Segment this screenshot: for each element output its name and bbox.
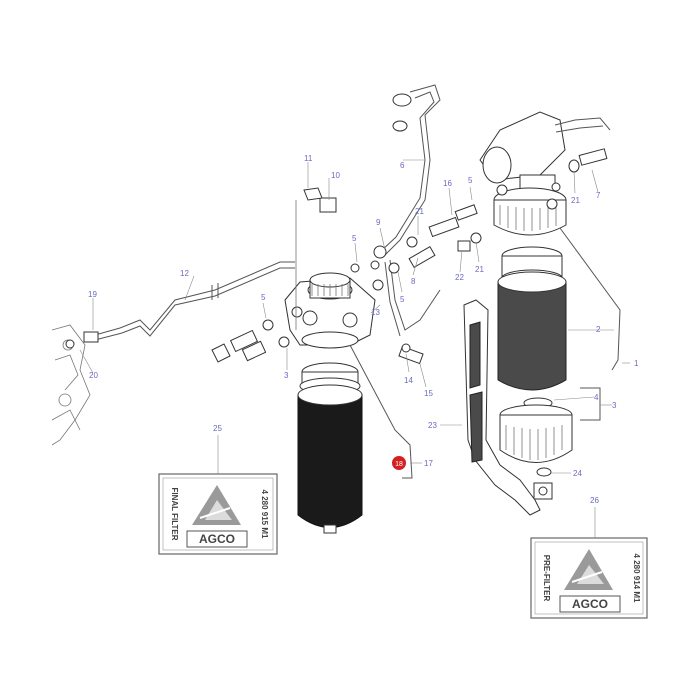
callout-14[interactable]: 14 [404, 376, 413, 385]
bowl-3 [499, 397, 573, 500]
callout-3b[interactable]: 3 [284, 371, 289, 380]
fuel-line-12 [65, 261, 295, 349]
callout-20[interactable]: 20 [89, 371, 98, 380]
callout-3[interactable]: 3 [612, 401, 617, 410]
callout-numbers: 1 2 3 4 5 5 5 5 3 6 7 8 9 10 11 12 13 14… [88, 154, 639, 505]
callout-18[interactable]: 18 [395, 461, 403, 468]
callout-23[interactable]: 23 [428, 421, 437, 430]
callout-4[interactable]: 4 [594, 393, 599, 402]
label-pre-filter-part-number: 4 280 914 M1 [632, 554, 641, 603]
callout-19[interactable]: 19 [88, 290, 97, 299]
callout-5a[interactable]: 5 [352, 234, 357, 243]
callout-11[interactable]: 11 [304, 154, 313, 163]
callout-15[interactable]: 15 [424, 389, 433, 398]
callout-21c[interactable]: 21 [475, 265, 484, 274]
callout-6[interactable]: 6 [400, 161, 405, 170]
callout-5d[interactable]: 5 [468, 176, 473, 185]
bracket-17 [349, 344, 413, 479]
callout-7[interactable]: 7 [596, 191, 601, 200]
right-filter-head [457, 111, 611, 252]
callout-5c[interactable]: 5 [400, 295, 405, 304]
callout-25[interactable]: 25 [213, 424, 222, 433]
bracket-1 [559, 227, 621, 371]
callout-26[interactable]: 26 [590, 496, 599, 505]
leader-lines [79, 159, 630, 538]
callout-24[interactable]: 24 [573, 469, 582, 478]
callout-9[interactable]: 9 [376, 218, 381, 227]
label-final-filter-brand: AGCO [199, 532, 235, 546]
callout-16[interactable]: 16 [443, 179, 452, 188]
bracket-3 [580, 387, 601, 421]
label-pre-filter-vertical-text: PRE-FILTER [542, 555, 551, 602]
callout-13[interactable]: 13 [371, 308, 380, 317]
final-filter-17 [297, 362, 363, 534]
label-pre-filter: AGCO PRE-FILTER 4 280 914 M1 [530, 537, 648, 619]
callout-21b[interactable]: 21 [571, 196, 580, 205]
highlight-marker [392, 456, 406, 470]
pre-filter-2 [497, 246, 567, 391]
bracket-23 [463, 299, 541, 516]
label-pre-filter-brand: AGCO [572, 597, 608, 611]
fitting-8-16 [350, 204, 478, 365]
label-final-filter-vertical-text: FINAL FILTER [170, 487, 179, 540]
callout-21a[interactable]: 21 [415, 207, 424, 216]
engine-block-fragment [51, 324, 91, 446]
callout-22[interactable]: 22 [455, 273, 464, 282]
callout-12[interactable]: 12 [180, 269, 189, 278]
label-final-filter-part-number: 4 280 915 M1 [260, 490, 269, 539]
callout-1[interactable]: 1 [634, 359, 639, 368]
label-final-filter: AGCO FINAL FILTER 4 280 915 M1 [158, 473, 278, 555]
callout-10[interactable]: 10 [331, 171, 340, 180]
callout-17[interactable]: 17 [424, 459, 433, 468]
left-fittings [211, 187, 337, 363]
left-filter-head [284, 272, 376, 349]
fuel-line-6 [379, 84, 441, 337]
callout-2[interactable]: 2 [596, 325, 601, 334]
callout-8[interactable]: 8 [411, 277, 416, 286]
callout-5b[interactable]: 5 [261, 293, 266, 302]
